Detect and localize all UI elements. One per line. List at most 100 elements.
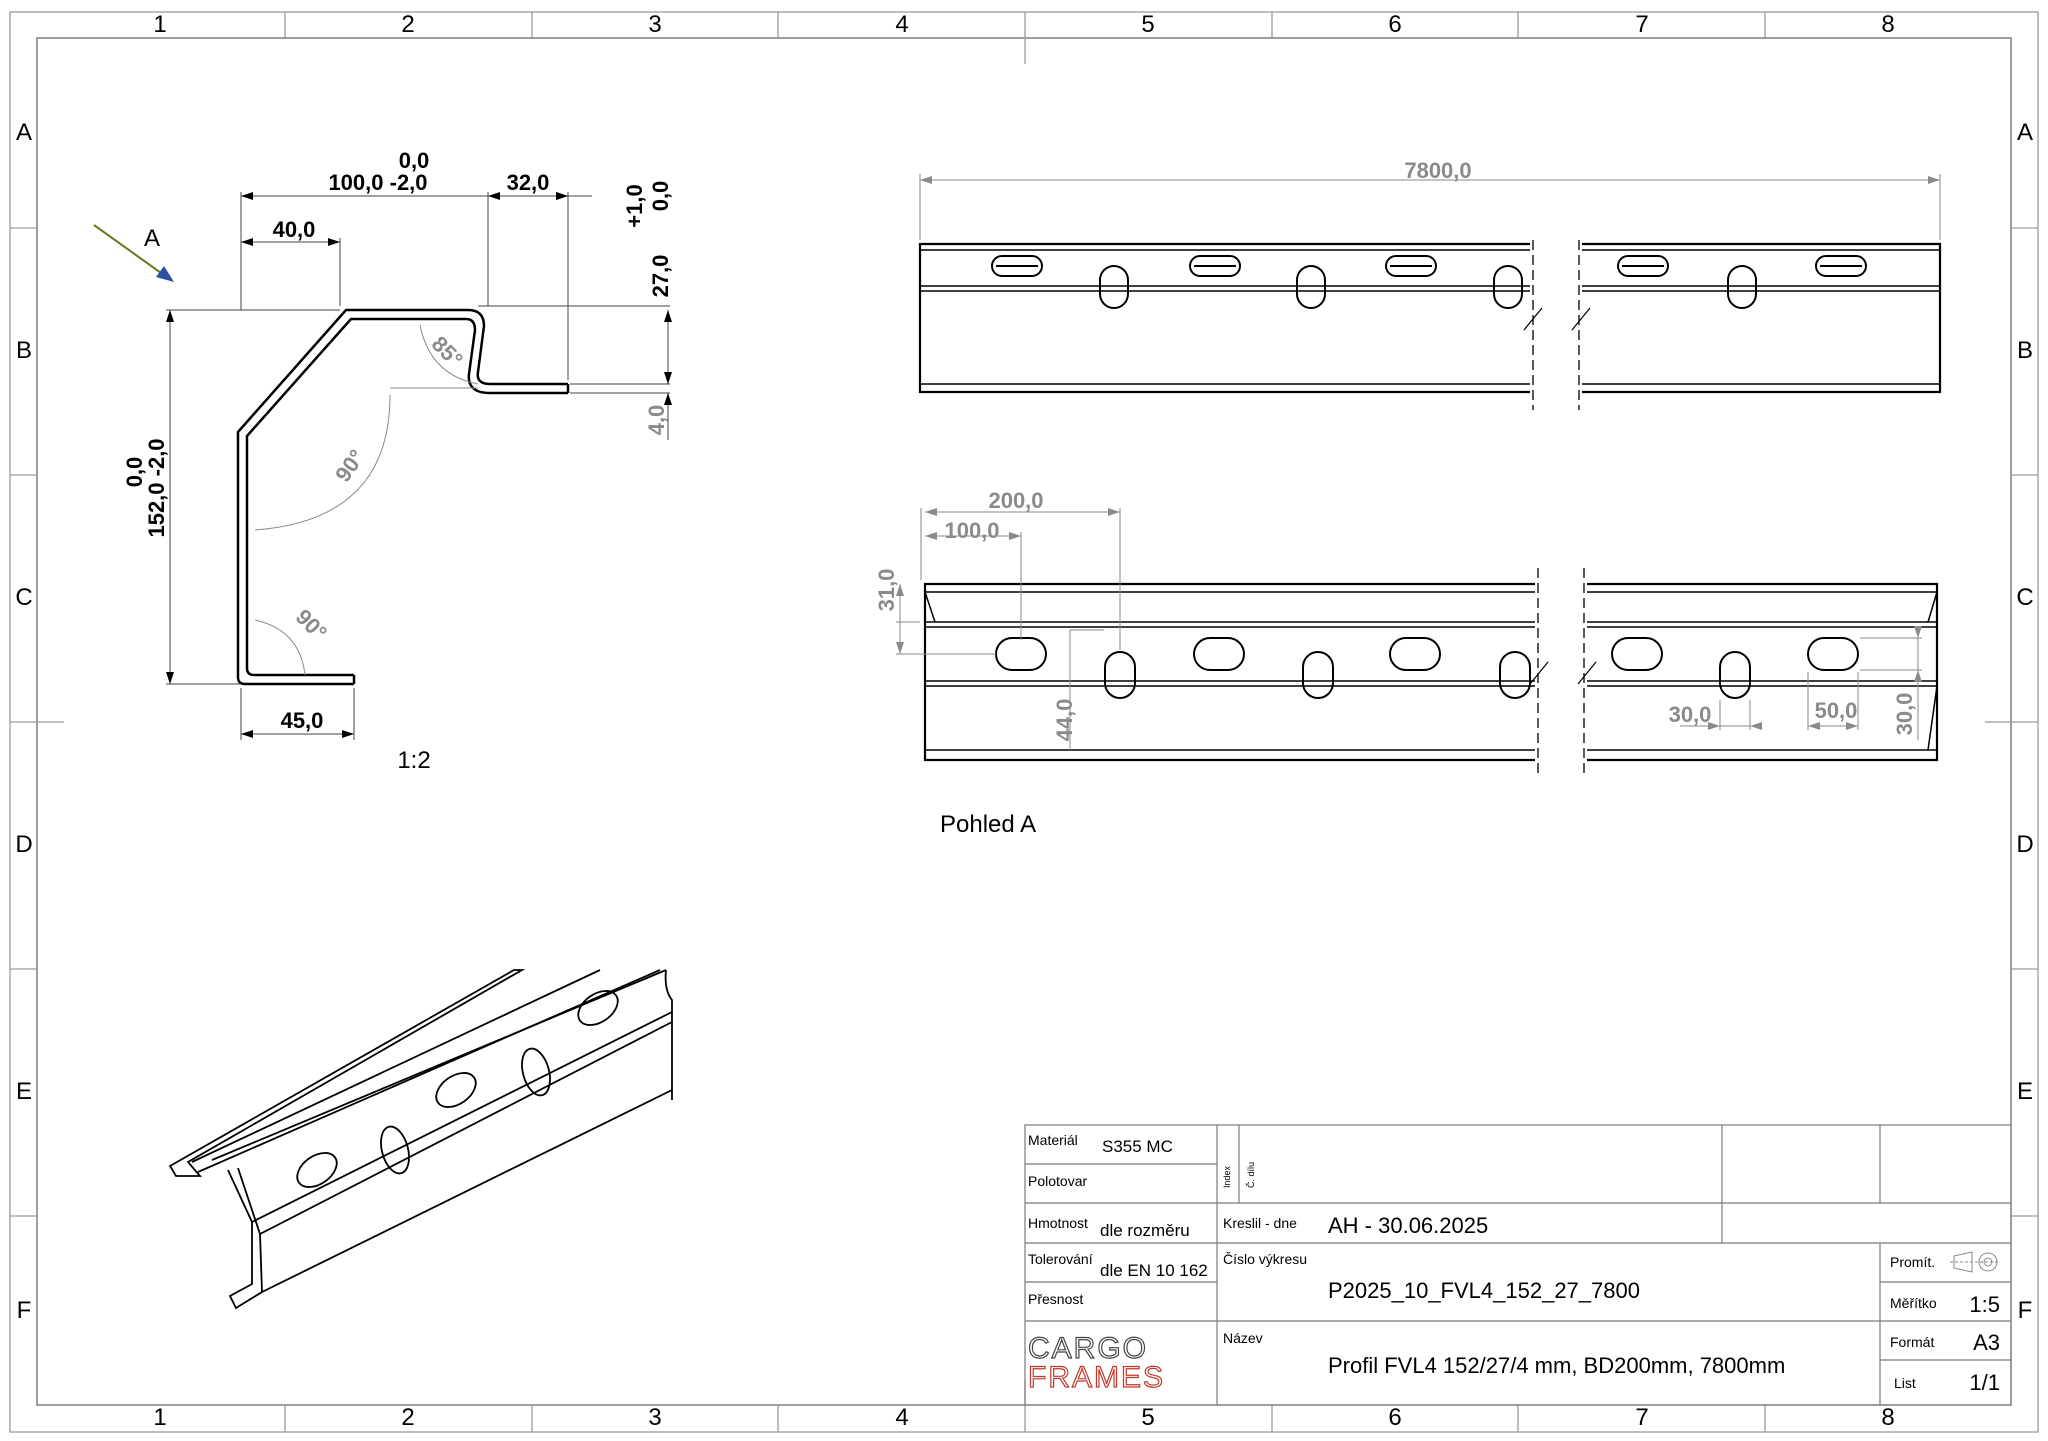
tb-semi-label: Polotovar xyxy=(1028,1173,1087,1189)
tb-name-label: Název xyxy=(1223,1330,1263,1346)
tb-drawn-label: Kreslil - dne xyxy=(1223,1215,1297,1231)
dim-27-tol-upper: +1,0 xyxy=(622,184,647,227)
tb-material-label: Materiál xyxy=(1028,1132,1078,1148)
dim-width-top: 100,0 -2,0 xyxy=(328,170,427,195)
top-view-slots xyxy=(991,255,1867,309)
projection-symbol-icon xyxy=(1950,1251,2000,1273)
dim-100: 100,0 xyxy=(944,518,999,543)
dim-200: 200,0 xyxy=(988,488,1043,513)
dim-27: 27,0 xyxy=(648,255,673,298)
col-label-top-3: 3 xyxy=(648,11,661,38)
top-view-right-body xyxy=(1582,242,1942,394)
isometric-view xyxy=(168,969,673,1310)
dim-50: 50,0 xyxy=(1815,698,1858,723)
col-label-bottom-5: 5 xyxy=(1141,1404,1154,1431)
front-slot-horizontal xyxy=(1193,637,1245,671)
top-slot-vertical xyxy=(1493,265,1523,309)
iso-ridge-line-2 xyxy=(197,969,661,1173)
dim-30-horizontal: 30,0 xyxy=(1669,702,1712,727)
tb-name-value: Profil FVL4 152/27/4 mm, BD200mm, 7800mm xyxy=(1328,1353,1785,1378)
dim-30-vertical: 30,0 xyxy=(1892,693,1917,736)
iso-slot xyxy=(296,1152,338,1188)
view-a-left-body xyxy=(923,582,1535,762)
view-a-slots xyxy=(995,637,1859,699)
iso-slot xyxy=(577,990,619,1026)
tb-scale-value: 1:5 xyxy=(1969,1292,2000,1317)
dim-31: 31,0 xyxy=(874,569,899,612)
col-label-top-4: 4 xyxy=(895,11,908,38)
col-label-top-6: 6 xyxy=(1388,11,1401,38)
angle-90-upper: 90° xyxy=(330,445,370,487)
logo-line-1: CARGO xyxy=(1028,1332,1148,1365)
dim-45: 45,0 xyxy=(281,708,324,733)
dim-length-7800: 7800,0 xyxy=(1404,158,1471,183)
top-view-left-body xyxy=(918,242,1530,394)
tb-index-label: Index xyxy=(1222,1165,1232,1188)
dim-width-top-value: 100,0 xyxy=(328,170,383,195)
dim-4: 4,0 xyxy=(644,405,669,436)
iso-slot xyxy=(435,1072,477,1108)
iso-slot xyxy=(521,1047,551,1097)
col-label-top-1: 1 xyxy=(153,11,166,38)
front-slot-horizontal xyxy=(1807,637,1859,671)
tb-format-label: Formát xyxy=(1890,1334,1934,1350)
row-label-left-b: B xyxy=(16,337,32,364)
top-slot-vertical xyxy=(1099,265,1129,309)
top-slot-horizontal xyxy=(1385,255,1437,277)
dim-40: 40,0 xyxy=(273,217,316,242)
col-label-top-7: 7 xyxy=(1635,11,1648,38)
section-angle-arcs xyxy=(254,324,479,676)
row-label-right-a: A xyxy=(2017,119,2033,146)
tb-drawing-no-label: Číslo výkresu xyxy=(1223,1251,1307,1267)
tb-tolerance-value: dle EN 10 162 xyxy=(1100,1261,1208,1280)
dim-27-tol-lower: 0,0 xyxy=(648,181,673,212)
col-label-bottom-7: 7 xyxy=(1635,1404,1648,1431)
col-label-bottom-4: 4 xyxy=(895,1404,908,1431)
col-label-bottom-8: 8 xyxy=(1881,1404,1894,1431)
tb-scale-label: Měřítko xyxy=(1890,1295,1937,1311)
dim-width-top-tol-upper: 0,0 xyxy=(399,148,430,173)
section-view: 0,0 100,0 -2,0 40,0 32,0 27,0 +1,0 0,0 4… xyxy=(93,148,673,774)
view-a-label: Pohled A xyxy=(940,811,1036,838)
row-label-left-d: D xyxy=(15,831,32,858)
col-label-bottom-3: 3 xyxy=(648,1404,661,1431)
row-label-right-d: D xyxy=(2016,831,2033,858)
top-slot-horizontal xyxy=(1189,255,1241,277)
front-slot-horizontal xyxy=(1611,637,1663,671)
iso-web-bend xyxy=(227,1011,673,1224)
col-label-top-8: 8 xyxy=(1881,11,1894,38)
front-slot-vertical xyxy=(1719,651,1751,699)
angle-90-lower: 90° xyxy=(291,604,332,645)
iso-slot xyxy=(380,1125,410,1175)
row-label-left-e: E xyxy=(16,1078,32,1105)
angle-85: 85° xyxy=(427,331,468,372)
front-slot-horizontal xyxy=(1389,637,1441,671)
frame-labels: 1 2 3 4 5 6 7 8 1 2 3 4 5 6 7 8 A B C D … xyxy=(15,11,2033,1431)
col-label-top-5: 5 xyxy=(1141,11,1154,38)
top-slot-vertical xyxy=(1727,265,1757,309)
tb-mass-value: dle rozměru xyxy=(1100,1221,1190,1240)
row-label-left-c: C xyxy=(15,584,32,611)
dim-152-tol: 0,0 xyxy=(122,457,147,488)
front-slot-horizontal xyxy=(995,637,1047,671)
profile-outline-outer xyxy=(236,308,568,686)
tb-tolerance-label: Tolerování xyxy=(1028,1251,1093,1267)
iso-web-bend-2 xyxy=(237,1021,673,1236)
iso-end-cut xyxy=(664,969,673,1100)
tb-part-no-label: Č. dílu xyxy=(1246,1162,1256,1188)
section-extension-lines xyxy=(166,192,670,740)
row-label-left-a: A xyxy=(16,119,32,146)
row-label-right-b: B xyxy=(2017,337,2033,364)
view-arrow-label: A xyxy=(144,225,160,252)
view-a: 200,0 100,0 31,0 44,0 30,0 50,0 30,0 Poh… xyxy=(874,488,1939,838)
cargo-frames-logo: CARGO FRAMES xyxy=(1027,1331,1163,1394)
view-arrow-line xyxy=(93,224,169,279)
top-view: 7800,0 xyxy=(918,158,1942,410)
tb-format-value: A3 xyxy=(1973,1330,2000,1355)
dim-width-top-tol-lower: -2,0 xyxy=(390,170,428,195)
tb-sheet-label: List xyxy=(1894,1375,1916,1391)
front-slot-vertical xyxy=(1302,651,1334,699)
dim-44: 44,0 xyxy=(1052,699,1077,742)
iso-web-front xyxy=(228,1222,263,1310)
